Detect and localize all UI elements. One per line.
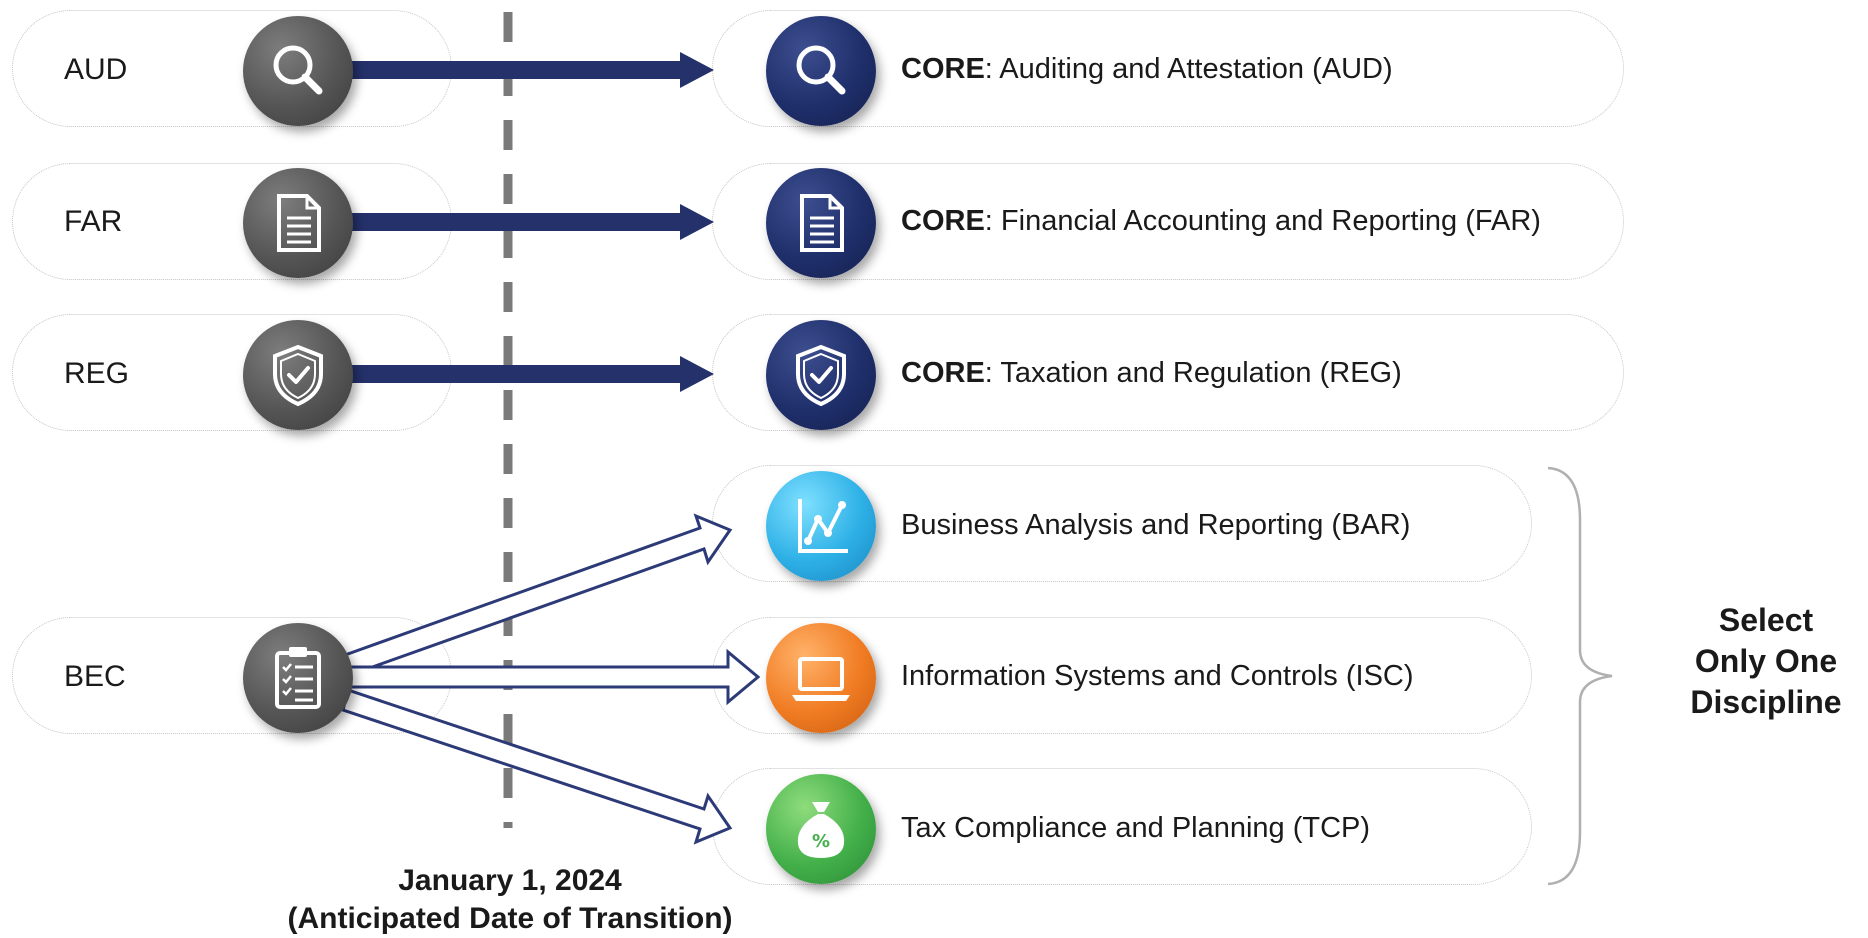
discipline-label-isc: Information Systems and Controls (ISC)	[901, 660, 1414, 692]
tcp-discipline-circle: %	[766, 774, 876, 884]
shield-check-icon	[796, 344, 846, 407]
discipline-label-bar: Business Analysis and Reporting (BAR)	[901, 509, 1411, 541]
selection-note-line2: Only One	[1694, 643, 1838, 679]
reg-old-circle	[243, 320, 353, 430]
selection-note: Select Only One Discipline	[1666, 600, 1866, 723]
document-icon	[800, 194, 844, 252]
arrow-far	[340, 204, 714, 240]
old-exam-label-far: FAR	[64, 205, 123, 238]
line-chart-icon	[798, 499, 848, 553]
old-exam-label-bec: BEC	[64, 660, 126, 693]
far-core-circle	[766, 168, 876, 278]
aud-core-circle	[766, 16, 876, 126]
selection-brace	[1547, 466, 1613, 886]
svg-text:%: %	[812, 831, 830, 852]
reg-core-circle	[766, 320, 876, 430]
arrow-bec-to-bar	[343, 513, 733, 677]
bec-old-circle	[243, 623, 353, 733]
magnifier-icon	[273, 45, 323, 95]
old-exam-label-reg: REG	[64, 357, 130, 390]
far-old-circle	[243, 168, 353, 278]
core-prefix: CORE	[901, 53, 985, 85]
aud-old-circle	[243, 16, 353, 126]
core-prefix: CORE	[901, 205, 985, 237]
arrow-aud	[340, 52, 714, 88]
core-exam-label-reg: CORE: Taxation and Regulation (REG)	[901, 359, 1402, 388]
magnifier-icon	[796, 45, 846, 95]
core-exam-pill-far	[712, 163, 1624, 280]
bar-discipline-circle	[766, 471, 876, 581]
clipboard-checklist-icon	[275, 647, 321, 709]
transition-date-value: January 1, 2024	[398, 864, 622, 897]
arrow-bec-to-isc	[343, 648, 761, 706]
laptop-icon	[792, 657, 850, 701]
arrow-bec-to-tcp	[341, 688, 733, 845]
transition-date-caption: (Anticipated Date of Transition)	[287, 902, 733, 935]
selection-note-line1: Select	[1718, 602, 1814, 638]
core-exam-name: : Taxation and Regulation (REG)	[984, 357, 1402, 389]
document-icon	[277, 194, 321, 252]
arrow-reg	[340, 356, 714, 392]
discipline-label-tcp: Tax Compliance and Planning (TCP)	[901, 812, 1371, 844]
core-exam-label-far: CORE: Financial Accounting and Reporting…	[901, 207, 1541, 236]
core-exam-name: : Financial Accounting and Reporting (FA…	[984, 205, 1541, 237]
core-exam-name: : Auditing and Attestation (AUD)	[984, 53, 1393, 85]
transition-date: January 1, 2024 (Anticipated Date of Tra…	[270, 862, 750, 938]
selection-note-line3: Discipline	[1690, 684, 1842, 720]
core-prefix: CORE	[901, 357, 985, 389]
shield-check-icon	[273, 344, 323, 407]
money-bag-percent-icon: %	[797, 802, 845, 858]
isc-discipline-circle	[766, 623, 876, 733]
core-exam-label-aud: CORE: Auditing and Attestation (AUD)	[901, 55, 1393, 84]
old-exam-label-aud: AUD	[64, 53, 128, 86]
